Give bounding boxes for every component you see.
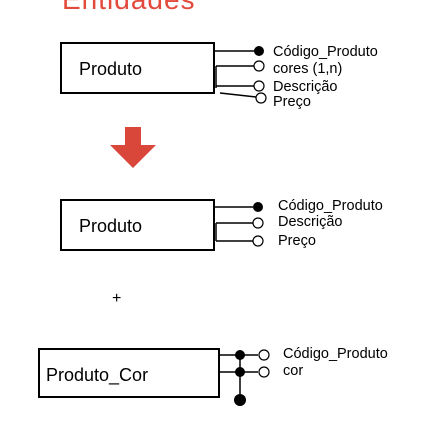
entity-box-produto-2[interactable]	[60, 199, 215, 251]
attr-circle-preco-2	[252, 235, 264, 247]
attr-circle-descricao-2	[252, 217, 264, 229]
attr-circle-cor	[258, 366, 270, 378]
attr-circle-cores	[253, 60, 265, 72]
identifier-attr-dot-2	[253, 202, 263, 212]
composite-key-dot-bottom	[234, 394, 246, 406]
attr-label-preco-2: Preço	[278, 233, 316, 249]
page-title: Entidades	[62, 0, 196, 14]
attr-label-preco-1: Preço	[273, 94, 311, 110]
attr-label-cor: cor	[283, 363, 304, 379]
attr-label-descricao-2: Descrição	[278, 214, 343, 230]
attr-circle-codigo-3	[258, 349, 270, 361]
attr-label-codigo-produto-3: Código_Produto	[283, 346, 388, 362]
entity-label-produto-2: Produto	[79, 216, 143, 236]
plus-sign: +	[112, 290, 122, 307]
entity-box-produto-cor[interactable]	[38, 348, 220, 398]
attr-label-codigo-produto-2: Código_Produto	[278, 198, 383, 214]
identifier-attr-dot	[254, 46, 264, 56]
attr-circle-preco-1	[255, 92, 267, 104]
attr-label-descricao-1: Descrição	[273, 79, 338, 95]
attr-circle-descricao-1	[253, 80, 265, 92]
entity-label-produto-cor: Produto_Cor	[46, 365, 149, 385]
transform-arrow	[110, 127, 156, 168]
entity-box-produto-1[interactable]	[60, 42, 215, 94]
attr-line-preco-1	[219, 92, 257, 98]
attr-label-codigo-produto-1: Código_Produto	[273, 44, 378, 60]
entity-label-produto-1: Produto	[79, 59, 143, 79]
attr-label-cores: cores (1,n)	[273, 61, 343, 77]
